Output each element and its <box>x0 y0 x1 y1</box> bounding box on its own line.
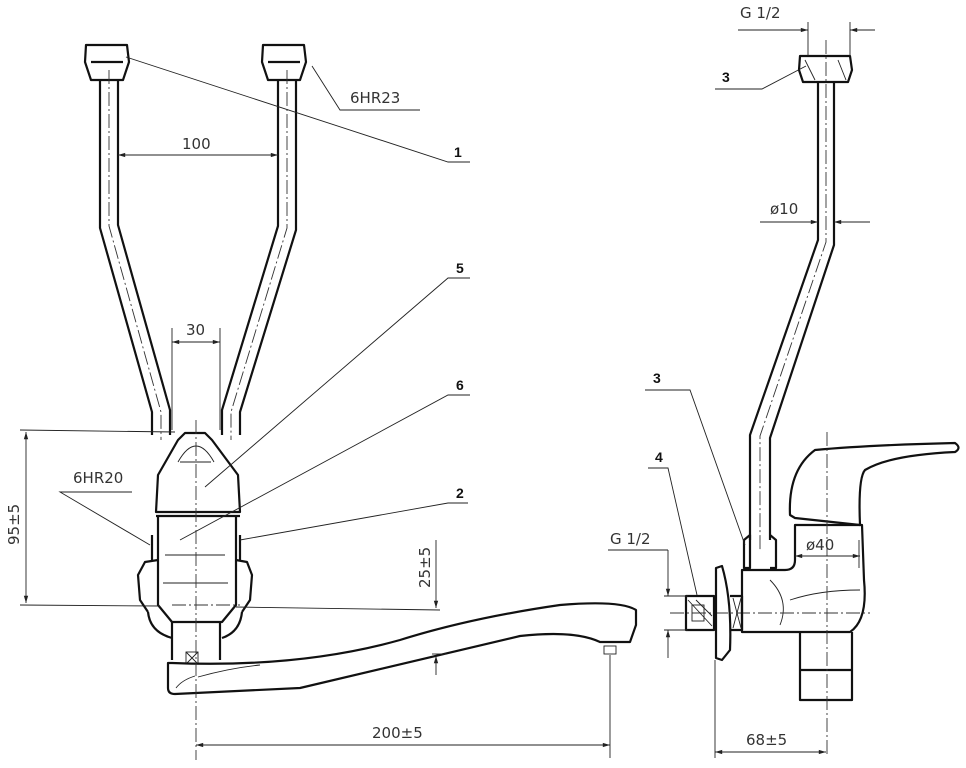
gasket-nut-3 <box>742 533 778 570</box>
side-mixer-body <box>740 523 866 634</box>
part-label-5: 5 <box>456 260 464 276</box>
side-supply-pipe <box>748 82 836 540</box>
mixer-body <box>156 516 238 624</box>
part-label-6: 6 <box>456 377 464 393</box>
dim-body-diameter: ø40 <box>806 536 834 554</box>
side-view: G 1/2 ø10 ø40 G 1/2 68±5 3 3 4 <box>608 4 960 758</box>
top-nut-section <box>797 54 854 84</box>
side-cartridge <box>798 632 854 702</box>
right-top-nut <box>260 43 308 82</box>
dim-thread-inlet: G 1/2 <box>610 530 651 548</box>
dim-pipe-spacing: 100 <box>182 135 211 153</box>
dim-height: 95±5 <box>5 504 23 545</box>
part-label-3-top: 3 <box>722 69 730 85</box>
dim-spout-height: 25±5 <box>416 547 434 588</box>
part-label-1: 1 <box>454 144 462 160</box>
mixer-head <box>154 431 242 518</box>
lever-handle <box>788 441 960 527</box>
front-view: 100 30 95±5 25±5 200±5 6HR23 6HR20 1 5 6… <box>5 43 638 760</box>
right-supply-pipe <box>220 80 298 435</box>
body-wings <box>136 535 254 640</box>
spout <box>166 602 638 696</box>
dim-pipe-diameter: ø10 <box>770 200 798 218</box>
part-label-2: 2 <box>456 485 464 501</box>
left-top-nut <box>83 43 131 82</box>
left-supply-pipe <box>98 80 172 435</box>
spout-base <box>170 622 222 660</box>
eccentric-connector <box>684 594 744 632</box>
dim-nut-top: 6HR23 <box>350 89 400 107</box>
part-label-4: 4 <box>655 449 663 465</box>
dim-thread-top: G 1/2 <box>740 4 781 22</box>
dim-nut-body: 6HR20 <box>73 469 123 487</box>
dim-inlet-spacing: 30 <box>186 321 205 339</box>
dim-spout-reach: 200±5 <box>372 724 423 742</box>
dim-wall-distance: 68±5 <box>746 731 787 749</box>
part-label-3-bottom: 3 <box>653 370 661 386</box>
wall-rosette <box>714 564 732 662</box>
